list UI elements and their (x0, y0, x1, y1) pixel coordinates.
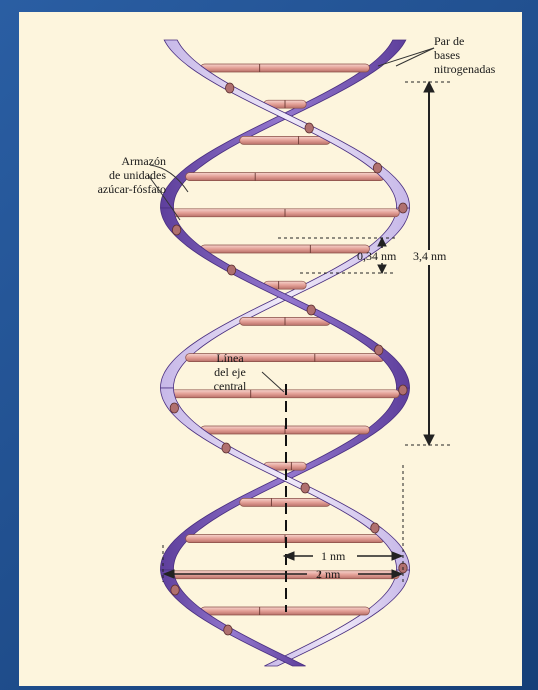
leader-axis (262, 372, 284, 392)
base-pair-5 (201, 245, 370, 253)
phosphate-8 (399, 385, 407, 395)
annotation-leaders (148, 48, 434, 392)
label-backbone-3: azúcar-fósfato (98, 182, 166, 196)
phosphate-0 (226, 83, 234, 93)
phosphate-6 (307, 305, 315, 315)
base-pair-4 (171, 209, 400, 217)
phosphate-11 (301, 483, 309, 493)
phosphate-3 (399, 203, 407, 213)
phosphate-1 (305, 123, 313, 133)
label-pitch: 3,4 nm (413, 249, 447, 263)
label-axis-2: del eje (214, 365, 246, 379)
phosphate-9 (170, 403, 178, 413)
label-backbone-1: Armazón (121, 154, 166, 168)
phosphate-15 (224, 625, 232, 635)
phosphate-7 (375, 345, 383, 355)
label-pair-2: bases (434, 48, 460, 62)
label-pair-1: Par de (434, 34, 464, 48)
base-pair-0 (201, 64, 370, 72)
base-pair-7 (240, 317, 331, 325)
phosphate-14 (171, 585, 179, 595)
phosphate-12 (371, 523, 379, 533)
sugar-phosphate-backbone-a-3 (161, 570, 306, 666)
label-radius: 1 nm (321, 549, 346, 563)
base-pair-2-rod (240, 136, 331, 144)
base-pair-3 (186, 173, 385, 181)
base-pair-5-rod (201, 245, 370, 253)
label-backbone-2: de unidades (109, 168, 166, 182)
phosphate-2 (373, 163, 381, 173)
phosphate-10 (222, 443, 230, 453)
label-axis-1: Línea (216, 351, 244, 365)
pitch-dimension (405, 82, 450, 445)
base-pair-2 (240, 136, 331, 144)
phosphate-4 (172, 225, 180, 235)
base-pair-3-rod (186, 173, 385, 181)
label-diameter: 2 nm (316, 567, 341, 581)
base-pair-0-rod (201, 64, 370, 72)
label-pair-3: nitrogenadas (434, 62, 496, 76)
label-axis-3: central (214, 379, 247, 393)
sugar-phosphate-backbone-b-3 (264, 570, 409, 666)
phosphate-5 (227, 265, 235, 275)
leader-pair-2 (396, 48, 434, 66)
label-rise: 0,34 nm (357, 249, 397, 263)
